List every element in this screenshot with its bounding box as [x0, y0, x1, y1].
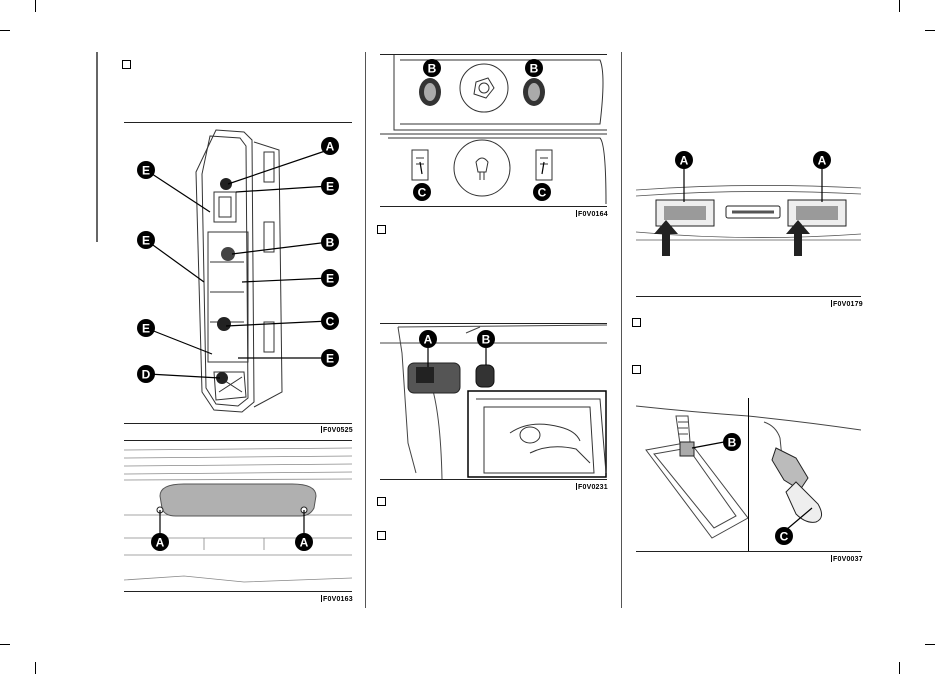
tailgate-access-drawing: B B C C — [380, 54, 607, 205]
callout-label: A — [424, 333, 433, 347]
figure-code: F0V0037 — [833, 556, 863, 563]
figure-tail-lamp: A E B E C E E E E D — [124, 122, 352, 424]
callout-label: E — [142, 234, 150, 248]
bullet-marker — [122, 60, 131, 69]
bullet-marker — [377, 497, 386, 506]
crop-mark — [899, 662, 900, 674]
arrow-up-icon — [786, 220, 810, 256]
callout-label: E — [326, 180, 334, 194]
bullet-marker — [377, 531, 386, 540]
crop-mark — [35, 0, 36, 12]
crop-mark — [899, 0, 900, 12]
figure-third-brake-light: A A — [124, 440, 352, 592]
figure-plate-bulb: B C — [636, 398, 861, 552]
tail-lamp-drawing: A E B E C E E E E D — [137, 129, 339, 413]
callout-label: B — [326, 236, 335, 250]
callout-label: E — [142, 322, 150, 336]
figure-plate-lights: A A — [636, 142, 861, 297]
arrow-up-icon — [654, 220, 678, 256]
callout-label: A — [156, 536, 165, 550]
crop-mark — [0, 644, 10, 645]
callout-label: B — [482, 333, 491, 347]
figure-tailgate-lamp: A B — [380, 323, 607, 480]
tailgate-lamp-drawing: A B — [380, 324, 607, 480]
bullet-marker — [632, 318, 641, 327]
bullet-marker — [377, 225, 386, 234]
callout-label: B — [728, 436, 737, 450]
callout-label: E — [142, 164, 150, 178]
callout-label: E — [326, 352, 334, 366]
callout-label: A — [300, 536, 309, 550]
callout-label: E — [326, 272, 334, 286]
figure-code: F0V0163 — [323, 596, 353, 603]
callout-label: A — [818, 154, 827, 168]
callouts: A E B E C E E E E D — [137, 137, 339, 383]
callout-label: C — [418, 186, 427, 200]
column-separator — [621, 52, 622, 608]
figure-code: F0V0231 — [578, 484, 608, 491]
column-separator — [365, 52, 366, 608]
crop-mark — [925, 644, 935, 645]
callout-label: D — [142, 368, 151, 382]
callout-label: B — [428, 62, 437, 76]
crop-mark — [925, 30, 935, 31]
figure-code: F0V0525 — [323, 427, 353, 434]
figure-tailgate-access: B B C C — [380, 54, 607, 207]
bullet-marker — [632, 365, 641, 374]
plate-lights-drawing: A A — [636, 151, 861, 256]
callout-label: A — [680, 154, 689, 168]
callout-label: A — [326, 140, 335, 154]
callout-label: C — [538, 186, 547, 200]
crop-mark — [0, 30, 10, 31]
brake-light-housing — [159, 483, 317, 517]
crop-mark — [35, 662, 36, 674]
figure-code: F0V0164 — [578, 211, 608, 218]
margin-bar — [96, 52, 98, 242]
callout-label: C — [780, 530, 789, 544]
callout-label: B — [530, 62, 539, 76]
callout-label: C — [326, 315, 335, 329]
plate-bulb-drawing: B C — [636, 405, 861, 545]
third-brake-light-drawing: A A — [124, 447, 352, 583]
figure-code: F0V0179 — [833, 301, 863, 308]
